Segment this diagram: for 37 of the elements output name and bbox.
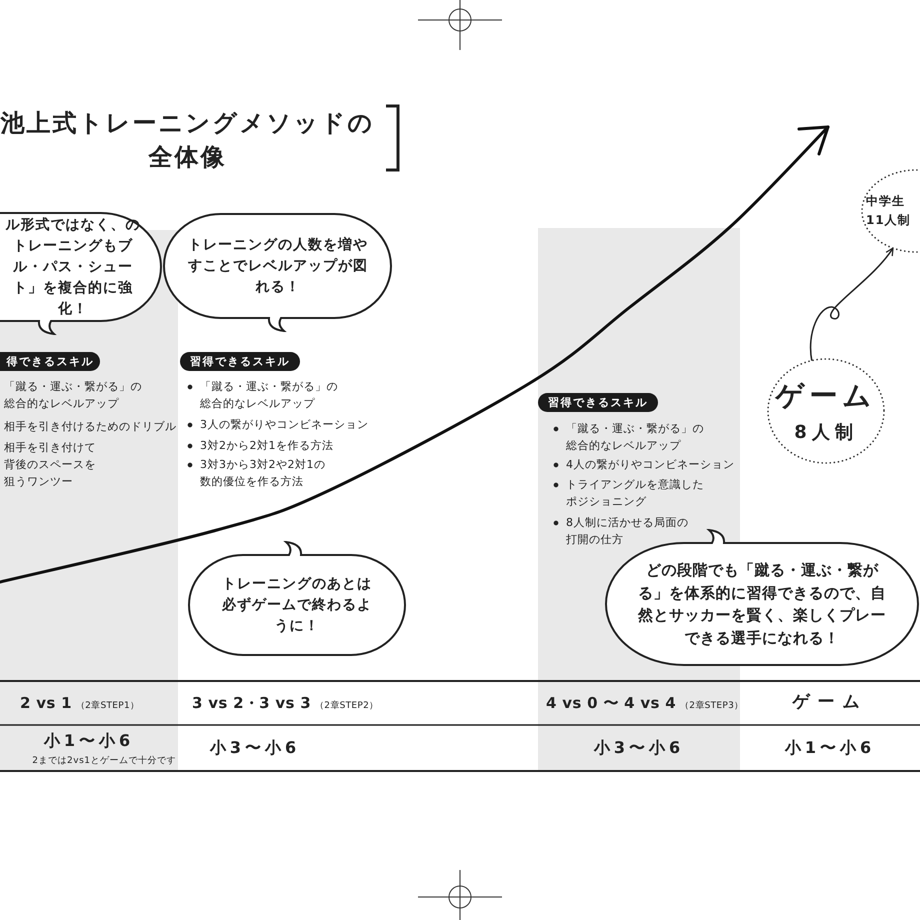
grade-range: 小1〜小6 bbox=[784, 737, 876, 759]
grade-range: 小3〜小6 bbox=[210, 737, 300, 759]
skill-heading: 習得できるスキル bbox=[190, 354, 290, 369]
skill-item: 「蹴る・運ぶ・繋がる」の総合的なレベルアップ bbox=[4, 379, 143, 412]
bubble-text: トレーニングのあとは必ずゲームで終わるように！ bbox=[221, 574, 373, 636]
skill-badge bbox=[180, 352, 300, 371]
grade-range: 小3〜小6 bbox=[594, 737, 684, 759]
skill-heading: 得できるスキル bbox=[6, 354, 94, 369]
step-reference: （2章STEP3） bbox=[680, 700, 744, 713]
drill-name: 2 vs 1 bbox=[20, 693, 72, 714]
oval-subtitle: 8人制 bbox=[794, 421, 858, 445]
skill-item: 相手を引き付けて背後のスペースを狙うワンツー bbox=[4, 440, 97, 490]
drill-name: 3 vs 2・3 vs 3 bbox=[192, 693, 311, 714]
grade-range: 小1〜小6 bbox=[44, 730, 134, 752]
speech-bubble bbox=[0, 212, 162, 335]
drill-name: 4 vs 0 〜 4 vs 4 bbox=[546, 693, 676, 714]
speech-bubble bbox=[188, 541, 406, 656]
skill-item: 4人の繋がりやコンビネーション bbox=[552, 456, 734, 473]
step-reference: （2章STEP2） bbox=[314, 700, 378, 713]
bubble-text: どの段階でも「蹴る・運ぶ・繋がる」を体系的に習得できるので、自然とサッカーを賢く、楽しくプレーできる選手になれる！ bbox=[636, 560, 887, 648]
skill-item: 3人の繋がりやコンビネーション bbox=[186, 416, 368, 433]
table-note: 2までは2vs1とゲームで十分です bbox=[32, 754, 176, 768]
oval-subtitle: 11人制 bbox=[866, 212, 911, 229]
skill-badge bbox=[0, 352, 100, 371]
speech-bubble bbox=[163, 213, 392, 332]
oval-title: ゲーム bbox=[776, 378, 876, 414]
skill-item: 相手を引き付けるためのドリブル bbox=[4, 419, 176, 435]
skill-badge bbox=[538, 393, 658, 412]
title: 池上式トレーニングメソッドの全体像 bbox=[0, 108, 375, 173]
skill-item: 3対2から2対1を作る方法 bbox=[186, 437, 334, 454]
curved-arrow bbox=[810, 247, 894, 362]
dotted-oval bbox=[766, 357, 886, 465]
oval-title: 中学生 bbox=[866, 192, 905, 210]
bubble-text: トレーニングの人数を増やすことでレベルアップが図れる！ bbox=[187, 236, 369, 296]
skill-heading: 習得できるスキル bbox=[548, 395, 648, 410]
drill-name: ゲーム bbox=[792, 691, 868, 713]
step-reference: （2章STEP1） bbox=[76, 700, 140, 713]
